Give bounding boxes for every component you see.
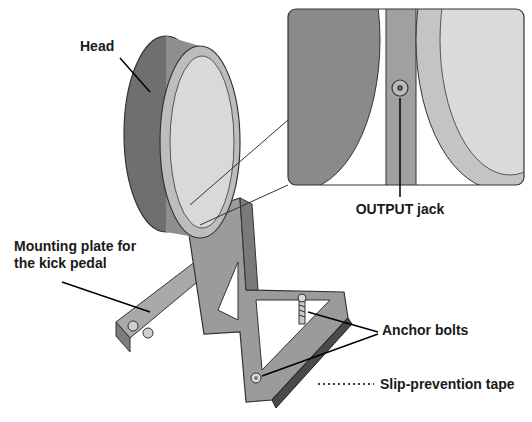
part-label: Anchor bolts xyxy=(382,322,522,339)
pad-head xyxy=(124,36,240,238)
part-label: OUTPUT jack xyxy=(345,201,455,218)
output-jack-inset xyxy=(190,0,532,225)
leader-lines xyxy=(62,58,400,384)
slip-prevention-tape xyxy=(272,318,352,408)
part-label: Slip-prevention tape xyxy=(380,376,528,393)
part-label: Head xyxy=(80,38,140,55)
part-label: Mounting plate for the kick pedal xyxy=(14,238,154,272)
